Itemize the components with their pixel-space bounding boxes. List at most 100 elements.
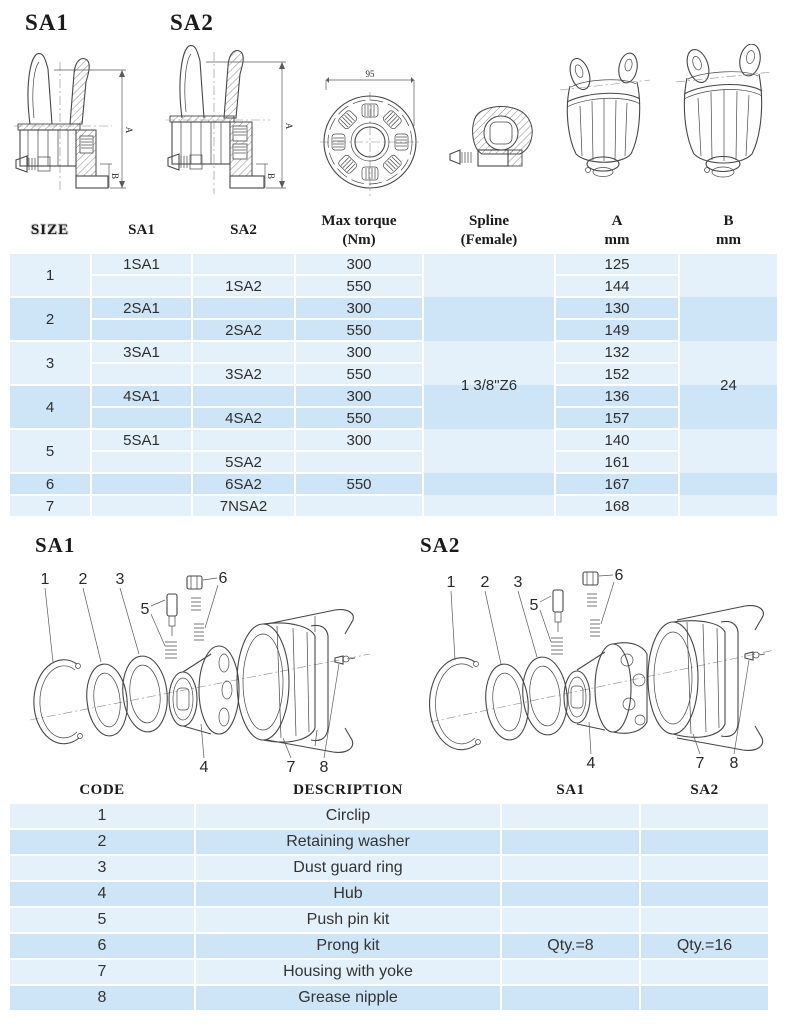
a-cell: 125 [556, 254, 678, 274]
parts-row: 4 Hub [10, 882, 768, 906]
sa1-cell [92, 364, 191, 384]
yoke-section-detail-drawing [449, 106, 533, 167]
sa2-qty-cell [641, 986, 768, 1010]
size-cell-4: 4 [10, 386, 90, 428]
size-cell-3: 3 [10, 342, 90, 384]
parts-row: 3 Dust guard ring [10, 856, 768, 880]
sa2-cell [193, 254, 294, 274]
a-cell: 144 [556, 276, 678, 296]
dim-label-b: B [110, 173, 120, 179]
hub-front-view-drawing: 95 [320, 69, 422, 196]
sa1-qty-cell [502, 986, 639, 1010]
spline-merged-cell: 1 3/8"Z6 [424, 254, 554, 516]
sa1-qty-cell [502, 856, 639, 880]
dim-label-b: B [266, 173, 276, 179]
part-label-5: 5 [530, 597, 539, 614]
part-label-5: 5 [141, 601, 150, 618]
sa2-qty-cell [641, 804, 768, 828]
description-cell: Housing with yoke [196, 960, 500, 984]
sa2-qty-cell [641, 856, 768, 880]
dim-label-a: A [124, 127, 134, 134]
spec-row: 2 2SA1 300 130 [10, 298, 777, 340]
sa1-cell: 4SA1 [92, 386, 191, 406]
description-cell: Prong kit [196, 934, 500, 958]
col-header-size: SIZE [10, 210, 90, 252]
size-cell-2: 2 [10, 298, 90, 340]
code-cell: 6 [10, 934, 194, 958]
sa2-cell: 2SA2 [193, 320, 294, 340]
sa2-cell: 3SA2 [193, 364, 294, 384]
parts-table: CODE DESCRIPTION SA1 SA2 1 Circlip 2 Ret… [8, 776, 770, 1012]
sa2-cell: 4SA2 [193, 408, 294, 428]
torque-cell: 550 [296, 276, 422, 296]
sa2-qty-cell [641, 882, 768, 906]
sa2-qty-cell: Qty.=16 [641, 934, 768, 958]
sa1-qty-cell [502, 804, 639, 828]
code-cell: 4 [10, 882, 194, 906]
sa1-cell: 2SA1 [92, 298, 191, 318]
torque-cell: 550 [296, 474, 422, 494]
spec-row: 2SA2 550 149 [10, 320, 777, 340]
a-cell: 136 [556, 386, 678, 406]
sa2-qty-cell [641, 830, 768, 854]
spline-header-line2: (Female) [460, 232, 518, 248]
dim-label-a: A [284, 123, 294, 130]
sa2-cell: 1SA2 [193, 276, 294, 296]
part-label-4: 4 [587, 755, 596, 772]
col-header-sa2: SA2 [193, 210, 294, 252]
code-cell: 3 [10, 856, 194, 880]
size-cell-1: 1 [10, 254, 90, 296]
parts-header-row: CODE DESCRIPTION SA1 SA2 [10, 778, 768, 802]
col-header-code: CODE [10, 778, 194, 802]
b-merged-cell: 24 [680, 254, 777, 516]
spec-row: 4SA2 550 157 [10, 408, 777, 428]
a-cell: 132 [556, 342, 678, 362]
a-cell: 167 [556, 474, 678, 494]
exploded-title-sa2: SA2 [420, 533, 461, 557]
spec-row: 1SA2 550 144 [10, 276, 777, 296]
code-cell: 1 [10, 804, 194, 828]
part-label-2: 2 [481, 574, 490, 591]
exploded-title-sa1: SA1 [35, 533, 76, 557]
sa1-exploded-drawing: 1 2 3 5 6 4 7 8 [29, 570, 371, 776]
parts-row: 2 Retaining washer [10, 830, 768, 854]
sa2-cell [193, 342, 294, 362]
torque-header-line2: (Nm) [342, 232, 376, 248]
torque-cell: 300 [296, 298, 422, 318]
torque-cell: 300 [296, 386, 422, 406]
col-header-parts-sa2: SA2 [641, 778, 768, 802]
a-header-line2: mm [604, 232, 630, 248]
sa2-cell: 5SA2 [193, 452, 294, 472]
torque-header-line1: Max torque [321, 212, 397, 229]
description-cell: Circlip [196, 804, 500, 828]
part-label-2: 2 [79, 571, 88, 588]
spec-row: 5 5SA1 300 140 [10, 430, 777, 472]
code-cell: 8 [10, 986, 194, 1010]
spline-header-line1: Spline [468, 212, 510, 229]
sa1-cell [92, 320, 191, 340]
sa2-exploded-drawing: 1 2 3 5 6 4 7 8 [429, 567, 776, 772]
spec-row: 6 6SA2 550 167 [10, 474, 777, 494]
part-label-7: 7 [696, 755, 705, 772]
description-cell: Dust guard ring [196, 856, 500, 880]
sa2-cell: 7NSA2 [193, 496, 294, 516]
parts-row: 7 Housing with yoke [10, 960, 768, 984]
spec-row: 5SA2 161 [10, 452, 777, 472]
sa2-qty-cell [641, 960, 768, 984]
size-cell-6: 6 [10, 474, 90, 494]
sa1-qty-cell [502, 882, 639, 906]
sa1-cell [92, 452, 191, 472]
part-label-7: 7 [287, 759, 296, 776]
sa2-cell [193, 430, 294, 450]
sa1-qty-cell [502, 830, 639, 854]
spec-table: SIZE SA1 SA2 Max torque(Nm) Spline(Femal… [8, 208, 779, 518]
torque-cell: 550 [296, 408, 422, 428]
sa2-cell [193, 386, 294, 406]
part-label-8: 8 [320, 759, 329, 776]
col-header-spline: Spline (Female) [424, 210, 554, 252]
a-cell: 140 [556, 430, 678, 450]
col-header-description: DESCRIPTION [196, 778, 500, 802]
